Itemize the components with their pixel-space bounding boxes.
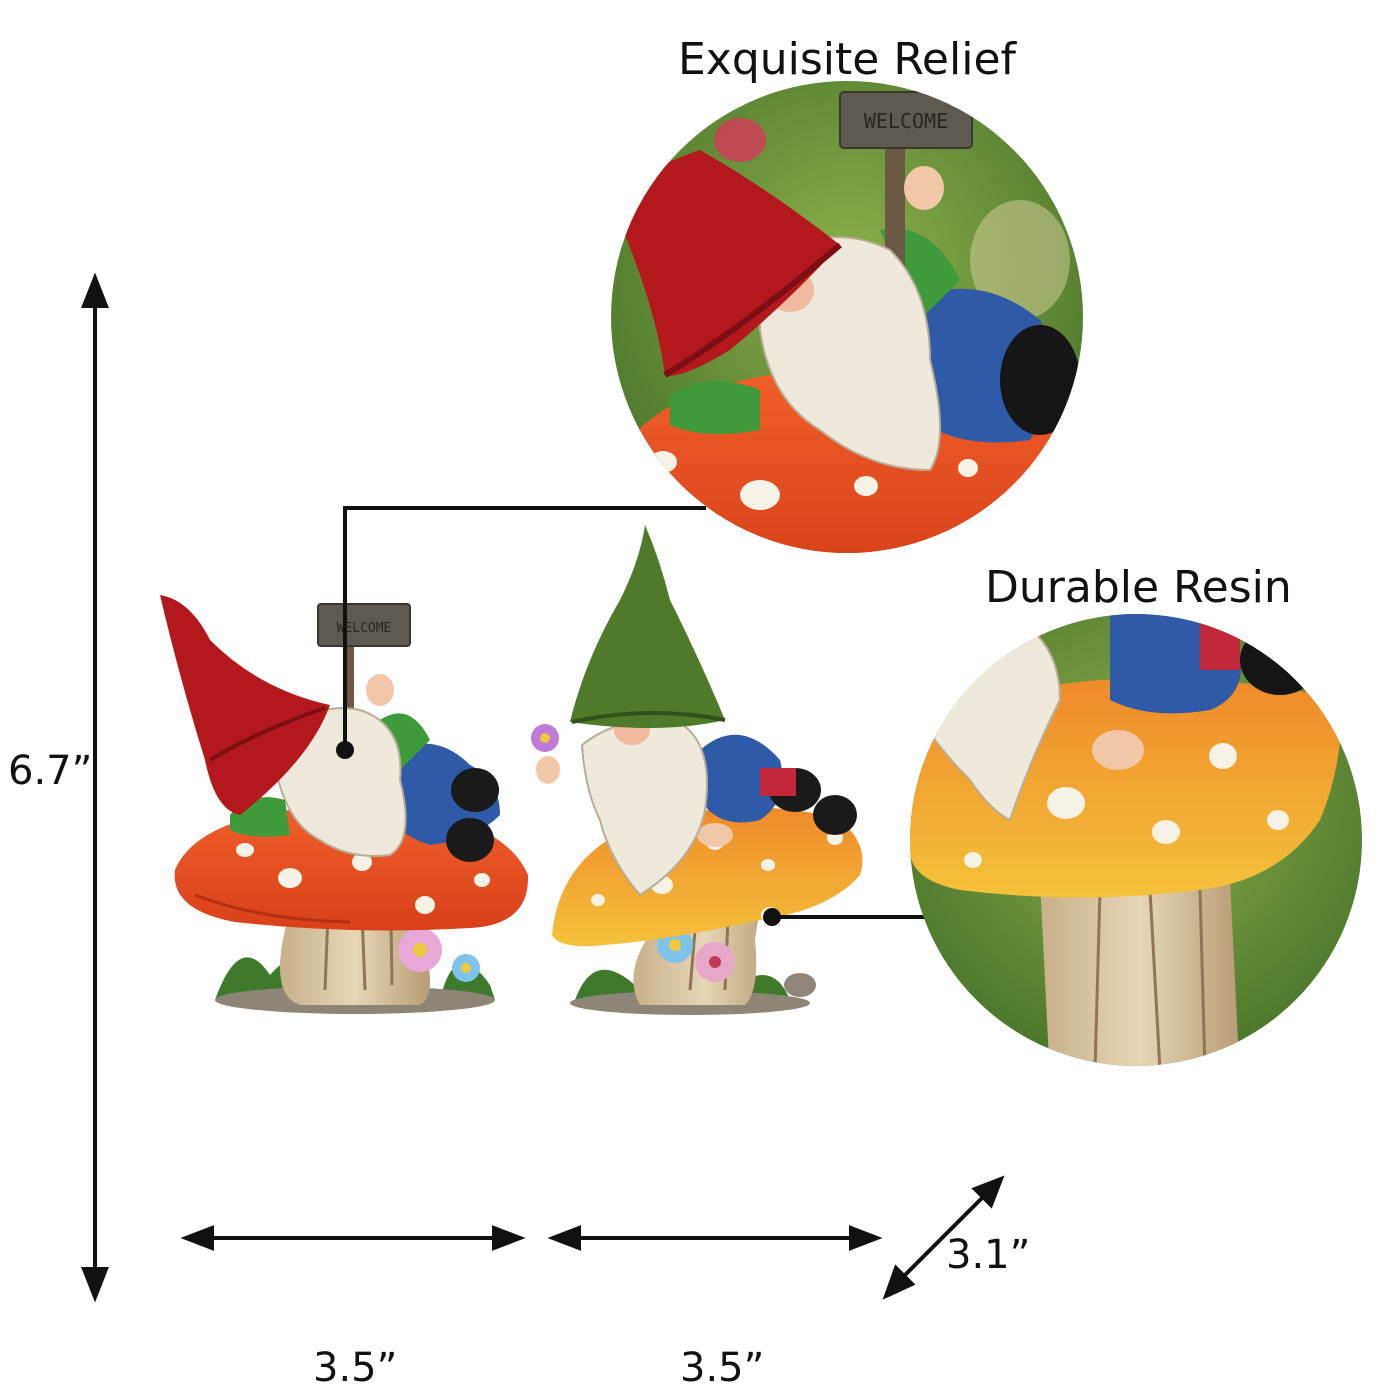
relief-callout-line xyxy=(343,506,706,745)
width-left-label: 3.5” xyxy=(313,1345,398,1391)
width-left-dimension-arrow xyxy=(180,1225,526,1251)
resin-detail-circle xyxy=(910,614,1362,1066)
height-dimension-arrow xyxy=(81,272,109,1303)
exquisite-relief-label: Exquisite Relief xyxy=(678,34,1017,85)
resin-callout-dot xyxy=(763,908,781,926)
red-hat-gnome-figurine: WELCOME xyxy=(160,595,529,1014)
durable-resin-label: Durable Resin xyxy=(985,562,1292,613)
width-right-label: 3.5” xyxy=(680,1345,765,1391)
green-hat-gnome-figurine xyxy=(531,525,863,1015)
relief-detail-circle: WELCOME xyxy=(611,81,1083,553)
depth-label: 3.1” xyxy=(946,1232,1031,1278)
relief-callout-dot xyxy=(336,741,354,759)
height-label: 6.7” xyxy=(8,748,93,794)
depth-dimension-arrow xyxy=(882,1175,1005,1300)
welcome-sign-closeup: WELCOME xyxy=(864,109,948,133)
welcome-sign: WELCOME xyxy=(337,621,392,636)
flower-icon xyxy=(398,928,480,982)
width-right-dimension-arrow xyxy=(547,1225,883,1251)
